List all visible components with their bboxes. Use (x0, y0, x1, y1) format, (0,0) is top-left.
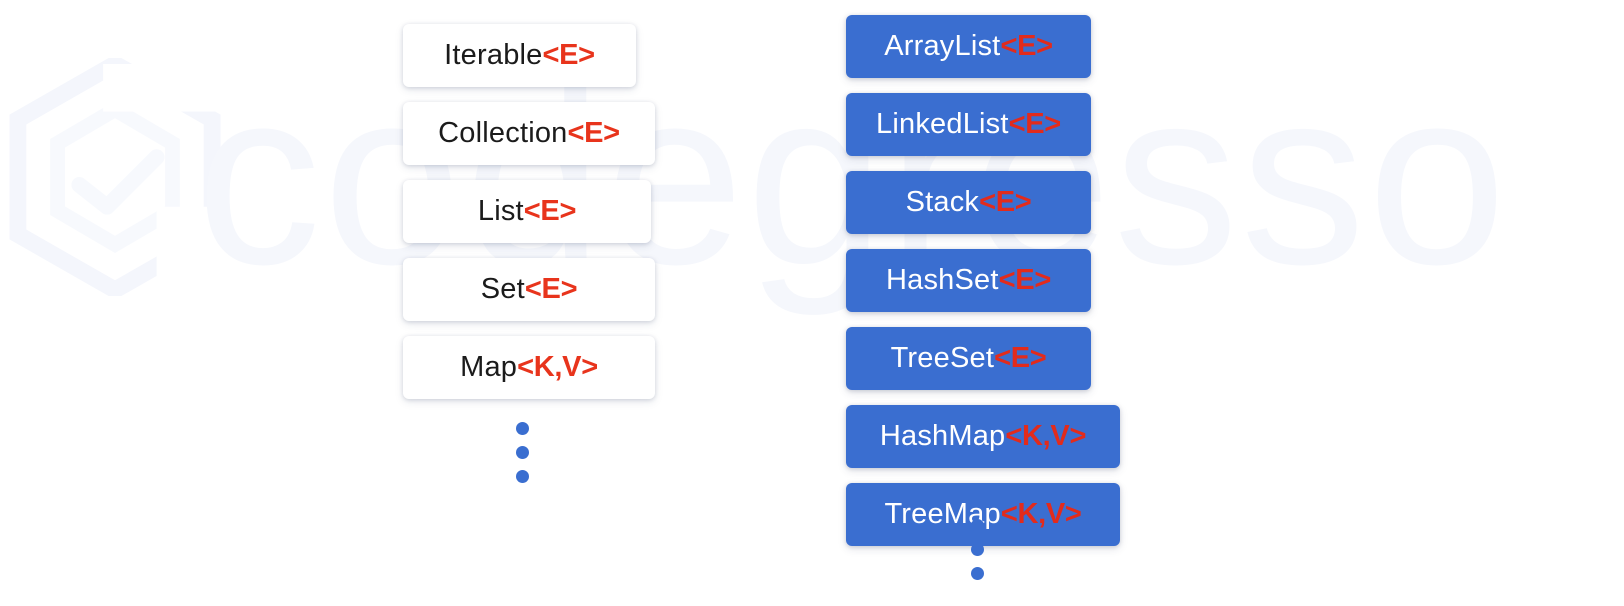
node-hashmap[interactable]: HashMap<K,V> (846, 405, 1120, 468)
node-list[interactable]: List<E> (403, 180, 651, 243)
node-generic-label: <E> (994, 342, 1047, 374)
node-base-label: TreeSet (890, 342, 995, 374)
node-generic-label: <K,V> (1005, 420, 1087, 452)
node-treemap[interactable]: TreeMap<K,V> (846, 483, 1120, 546)
node-generic-label: <E> (524, 273, 578, 305)
node-base-label: Stack (905, 186, 980, 218)
node-generic-label: <E> (979, 186, 1032, 218)
interface-column-ellipsis-icon (516, 422, 529, 483)
interface-column: Iterable<E> Collection<E> List<E> Set<E>… (403, 24, 655, 414)
node-generic-label: <K,V> (517, 351, 598, 383)
node-hashset[interactable]: HashSet<E> (846, 249, 1091, 312)
node-base-label: Collection (438, 117, 568, 149)
node-generic-label: <E> (998, 264, 1052, 296)
node-linkedlist[interactable]: LinkedList<E> (846, 93, 1091, 156)
ellipsis-dot (971, 543, 984, 556)
ellipsis-dot (516, 446, 529, 459)
node-treeset[interactable]: TreeSet<E> (846, 327, 1091, 390)
node-generic-label: <E> (1008, 108, 1062, 140)
node-base-label: List (477, 195, 524, 227)
node-stack[interactable]: Stack<E> (846, 171, 1091, 234)
node-generic-label: <E> (542, 39, 596, 71)
ellipsis-dot (516, 470, 529, 483)
ellipsis-dot (516, 422, 529, 435)
node-base-label: HashSet (886, 264, 999, 296)
node-iterable[interactable]: Iterable<E> (403, 24, 636, 87)
node-generic-label: <E> (523, 195, 577, 227)
node-generic-label: <E> (567, 117, 621, 149)
node-base-label: LinkedList (876, 108, 1009, 140)
node-generic-label: <K,V> (1000, 498, 1082, 530)
node-base-label: Iterable (444, 39, 543, 71)
node-collection[interactable]: Collection<E> (403, 102, 655, 165)
ellipsis-dot (971, 567, 984, 580)
node-set[interactable]: Set<E> (403, 258, 655, 321)
node-arraylist[interactable]: ArrayList<E> (846, 15, 1091, 78)
node-base-label: HashMap (879, 420, 1006, 452)
node-base-label: ArrayList (884, 30, 1001, 62)
implementation-column-ellipsis-icon (971, 519, 984, 580)
node-base-label: Map (460, 351, 518, 383)
node-generic-label: <E> (1000, 30, 1053, 62)
implementation-column: ArrayList<E> LinkedList<E> Stack<E> Hash… (846, 15, 1120, 561)
ellipsis-dot (971, 519, 984, 532)
node-map[interactable]: Map<K,V> (403, 336, 655, 399)
node-base-label: Set (480, 273, 525, 305)
